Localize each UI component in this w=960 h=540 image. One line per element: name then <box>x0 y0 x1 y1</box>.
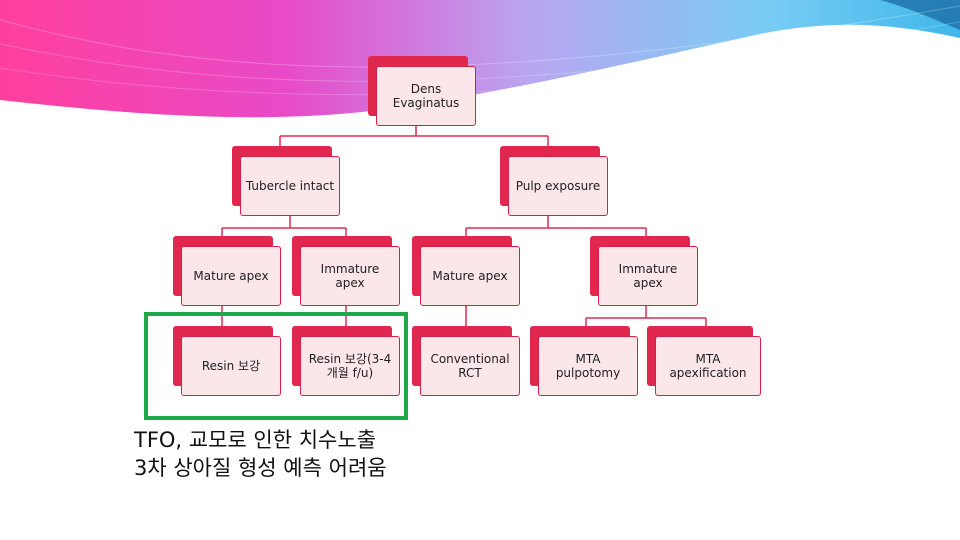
node-label: Resin 보강(3-4 개월 f/u) <box>300 336 400 396</box>
node-tubercle-intact: Tubercle intact <box>232 146 340 216</box>
node-mta-pulpotomy: MTA pulpotomy <box>530 326 638 396</box>
node-label: MTA pulpotomy <box>538 336 638 396</box>
node-label: Dens Evaginatus <box>376 66 476 126</box>
node-ti-immature-apex: Immature apex <box>292 236 400 306</box>
node-pe-immature-apex: Immature apex <box>590 236 698 306</box>
node-label: MTA apexification <box>655 336 761 396</box>
node-ti-mature-apex: Mature apex <box>173 236 281 306</box>
node-label: Immature apex <box>300 246 400 306</box>
annotation-note: TFO, 교모로 인한 치수노출 3차 상아질 형성 예측 어려움 <box>134 428 387 480</box>
highlight-box <box>144 312 408 420</box>
connector-pe-immature <box>585 306 707 336</box>
connector-tubercle <box>221 216 347 246</box>
node-conventional-rct: Conventional RCT <box>412 326 520 396</box>
connector-exposure <box>465 216 647 246</box>
node-label: Mature apex <box>181 246 281 306</box>
node-resin-reinforcement-followup: Resin 보강(3-4 개월 f/u) <box>292 326 400 396</box>
node-label: Resin 보강 <box>181 336 281 396</box>
node-label: Immature apex <box>598 246 698 306</box>
node-label: Pulp exposure <box>508 156 608 216</box>
node-dens-evaginatus: Dens Evaginatus <box>368 56 476 126</box>
node-pe-mature-apex: Mature apex <box>412 236 520 306</box>
node-mta-apexification: MTA apexification <box>647 326 761 396</box>
node-label: Tubercle intact <box>240 156 340 216</box>
node-label: Mature apex <box>420 246 520 306</box>
connector-root <box>279 125 549 156</box>
node-resin-reinforcement: Resin 보강 <box>173 326 281 396</box>
node-pulp-exposure: Pulp exposure <box>500 146 608 216</box>
node-label: Conventional RCT <box>420 336 520 396</box>
